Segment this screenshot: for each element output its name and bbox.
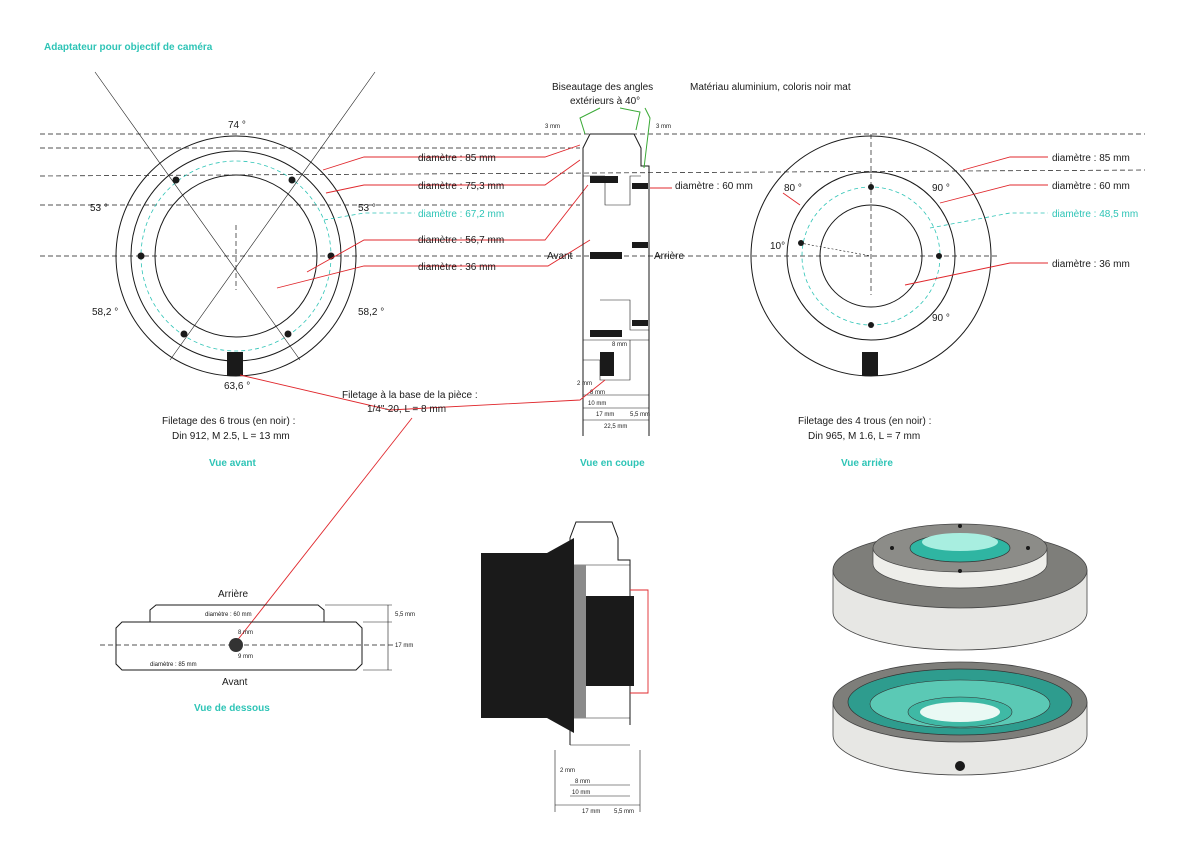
- assembly-17mm: 17 mm: [582, 809, 600, 815]
- section-back-label: Arrière: [654, 251, 684, 262]
- rear-dim-36: diamètre : 36 mm: [1052, 259, 1130, 270]
- rear-screw-holes: [798, 184, 942, 328]
- section-10mm: 10 mm: [588, 401, 606, 407]
- assembly-8mm: 8 mm: [575, 779, 590, 785]
- section-8mm: 8 mm: [612, 342, 627, 348]
- front-dim-56: diamètre : 56,7 mm: [418, 235, 504, 246]
- bottom-back-label: Arrière: [218, 589, 248, 600]
- angle-bottom-left: 58,2 °: [92, 307, 118, 318]
- chamfer-leaders: [579, 107, 651, 169]
- bottom-dim-85: diamètre : 85 mm: [150, 662, 197, 668]
- page-title: Adaptateur pour objectif de caméra: [44, 42, 213, 53]
- bottom-8mm: 8 mm: [238, 630, 253, 636]
- section-3mm-left: 3 mm: [545, 124, 560, 130]
- bottom-view-caption: Vue de dessous: [194, 703, 270, 714]
- rear-holes-note-1: Filetage des 4 trous (en noir) :: [798, 416, 931, 427]
- bottom-front-label: Avant: [222, 677, 248, 688]
- front-view-caption: Vue avant: [209, 458, 257, 469]
- rear-view-caption: Vue arrière: [841, 458, 893, 469]
- front-dim-67: diamètre : 67,2 mm: [418, 209, 504, 220]
- assembly-2mm: 2 mm: [560, 768, 575, 774]
- chamfer-note-1: Biseautage des angles: [552, 82, 653, 93]
- rear-angle-80: 80 °: [784, 183, 802, 194]
- bottom-17mm: 17 mm: [395, 643, 413, 649]
- render-bottom: [832, 661, 1088, 776]
- assembly-10mm: 10 mm: [572, 790, 590, 796]
- angle-top: 74 °: [228, 120, 246, 131]
- section-dim-60: diamètre : 60 mm: [675, 181, 753, 192]
- section-3mm-right: 3 mm: [656, 124, 671, 130]
- front-leaders: [276, 144, 591, 289]
- front-dim-85: diamètre : 85 mm: [418, 153, 496, 164]
- section-17mm: 17 mm: [596, 412, 614, 418]
- rear-holes-note-2: Din 965, M 1.6, L = 7 mm: [808, 431, 920, 442]
- front-dim-36: diamètre : 36 mm: [418, 262, 496, 273]
- material-note: Matériau aluminium, coloris noir mat: [690, 82, 851, 93]
- rear-dim-60: diamètre : 60 mm: [1052, 181, 1130, 192]
- chamfer-note-2: extérieurs à 40°: [570, 96, 640, 107]
- angle-left: 53 °: [90, 203, 108, 214]
- front-thread-hole: [227, 352, 243, 376]
- section-view-caption: Vue en coupe: [580, 458, 645, 469]
- assembly-55mm: 5,5 mm: [614, 809, 634, 815]
- bottom-view: Arrière Avant diamètre : 60 mm diamètre …: [100, 589, 415, 714]
- rear-leaders: [782, 156, 1048, 286]
- assembly-view: 2 mm 8 mm 10 mm 17 mm 5,5 mm: [481, 521, 649, 815]
- section-55mm: 5,5 mm: [630, 412, 650, 418]
- rear-dim-85: diamètre : 85 mm: [1052, 153, 1130, 164]
- front-holes-note-2: Din 912, M 2.5, L = 13 mm: [172, 431, 290, 442]
- angle-right: 53 °: [358, 203, 376, 214]
- rear-thread-hole: [862, 352, 878, 376]
- rear-angle-90-bottom: 90 °: [932, 313, 950, 324]
- rear-angle-90-top: 90 °: [932, 183, 950, 194]
- front-view: 74 ° 53 ° 53 ° 58,2 ° 58,2 ° 63,6 ° diam…: [90, 71, 591, 469]
- render-top: [832, 523, 1088, 651]
- section-8mm-b: 8 mm: [590, 390, 605, 396]
- thread-note-1: Filetage à la base de la pièce :: [342, 390, 478, 401]
- section-front-label: Avant: [547, 251, 573, 262]
- rear-view: 80 ° 90 ° 90 ° 10° diamètre : 85 mm diam…: [750, 134, 1138, 469]
- front-dim-75: diamètre : 75,3 mm: [418, 181, 504, 192]
- front-holes-note-1: Filetage des 6 trous (en noir) :: [162, 416, 295, 427]
- thread-note-2: 1/4"-20, L = 8 mm: [367, 404, 446, 415]
- rear-angle-10: 10°: [770, 241, 785, 252]
- angle-bottom: 63,6 °: [224, 381, 250, 392]
- front-screw-holes: [137, 176, 335, 338]
- section-view: Biseautage des angles extérieurs à 40° M…: [235, 82, 851, 643]
- bottom-dim-60: diamètre : 60 mm: [205, 612, 252, 618]
- bottom-9mm: 9 mm: [238, 654, 253, 660]
- section-2mm: 2 mm: [577, 381, 592, 387]
- angle-bottom-right: 58,2 °: [358, 307, 384, 318]
- rear-dim-48: diamètre : 48,5 mm: [1052, 209, 1138, 220]
- section-225mm: 22,5 mm: [604, 424, 627, 430]
- reference-lines: [39, 133, 1146, 257]
- bottom-55mm: 5,5 mm: [395, 612, 415, 618]
